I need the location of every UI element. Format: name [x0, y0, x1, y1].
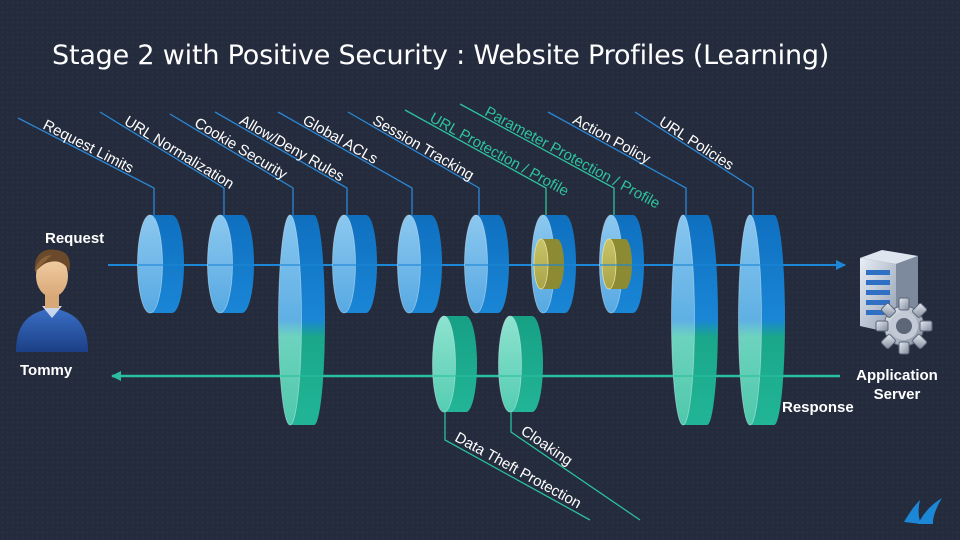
leader-line — [214, 111, 348, 217]
leader-line — [459, 103, 615, 217]
response-module-disk — [432, 315, 477, 413]
request-module-disk — [278, 214, 325, 426]
leader-line — [510, 410, 641, 521]
response-module-label: Data Theft Protection — [452, 429, 584, 512]
request-module-disk — [397, 214, 442, 314]
user-icon — [16, 249, 88, 352]
request-module-disk — [671, 214, 718, 426]
request-module-disk — [137, 214, 184, 314]
request-module-disk — [332, 214, 377, 314]
response-label: Response — [782, 399, 854, 416]
request-module-disk — [599, 214, 644, 314]
leader-line — [99, 111, 225, 217]
user-name: Tommy — [20, 362, 73, 379]
leader-line — [634, 111, 754, 217]
leader-line — [169, 113, 294, 217]
gear-icon — [875, 297, 933, 355]
leader-line — [277, 111, 413, 217]
leader-line — [17, 117, 155, 217]
brand-logo — [904, 498, 942, 524]
leader-line — [347, 111, 480, 217]
server-label-line1: Application — [856, 367, 938, 384]
leader-line — [404, 109, 547, 217]
request-module-label: URL Policies — [656, 113, 737, 174]
slide-title: Stage 2 with Positive Security : Website… — [52, 40, 830, 71]
request-module-label: URL Normalization — [121, 113, 237, 193]
response-module-disk — [498, 315, 543, 413]
server-label-line2: Server — [874, 386, 921, 403]
leader-line — [547, 111, 687, 217]
request-module-disk — [531, 214, 576, 314]
request-module-disk — [738, 214, 785, 426]
request-module-disk — [464, 214, 509, 314]
response-module-label: Cloaking — [518, 422, 576, 469]
request-module-disk — [207, 214, 254, 314]
leader-line — [444, 410, 591, 521]
request-label: Request — [45, 230, 104, 247]
